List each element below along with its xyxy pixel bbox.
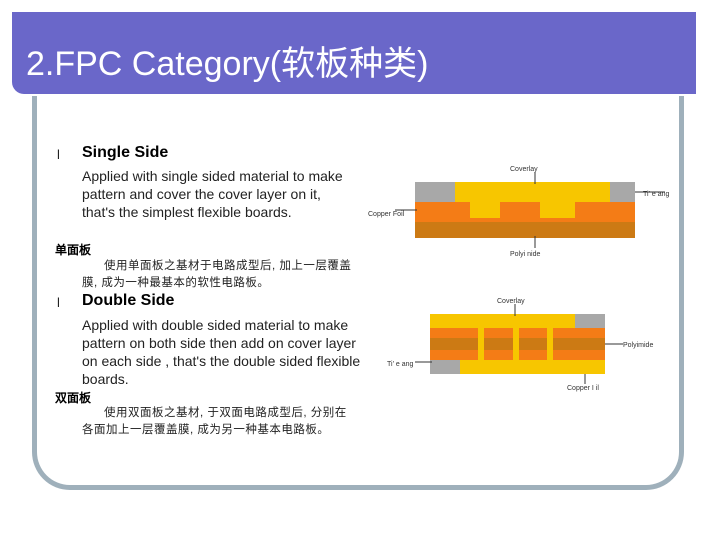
single-side-diagram: Coverlay Ti' e ang Copper Foil Polyi nid… [368,166,669,258]
label-left: Ti' e ang [387,361,413,368]
bullet-marker: l [57,295,60,310]
label-right: Ti' e ang [643,191,669,198]
coverlay-fill [540,200,575,218]
coverlay-layer [455,182,635,202]
heading-single-side: Single Side [82,144,169,161]
coverlay-fill [470,200,500,218]
gray-block-left [415,182,455,202]
gray-block-right [610,182,635,202]
heading-double-side: Double Side [82,292,175,309]
gray-block-top-right [575,314,605,328]
description-single-side: Applied with single sided material to ma… [82,168,343,220]
label-coverlay: Coverlay [497,298,525,305]
title-bar [12,12,696,94]
double-side-diagram: Coverlay Polyimide Ti' e ang Copper I il [387,298,653,392]
label-coverlay: Coverlay [510,166,538,173]
bullet-marker: l [57,147,60,162]
content-frame [32,96,684,490]
label-copper-foil: Copper Foil [368,211,405,218]
label-polyimide: Polyimide [623,342,653,349]
description-double-side: Applied with double sided material to ma… [82,317,361,387]
label-copper-foil: Copper I il [567,385,599,392]
title-underline [30,94,636,98]
cn-label-single: 单面板 [55,243,92,257]
copper-layer [415,202,635,222]
label-polyimide: Polyi nide [510,251,540,258]
gray-block-bottom-left [430,360,460,374]
via-slot [513,328,519,360]
polyimide-layer [415,222,635,238]
cn-text-single: 使用单面板之基材于电路成型后, 加上一层覆盖膜, 成为一种最基本的软性电路板。 [82,260,352,289]
cn-label-double: 双面板 [55,391,92,405]
slide-title: 2.FPC Category(软板种类) [26,45,429,83]
via-slot [547,328,553,360]
cn-text-double: 使用双面板之基材, 于双面电路成型后, 分别在各面加上一层覆盖膜, 成为另一种基… [82,407,347,436]
via-slot [478,328,484,360]
